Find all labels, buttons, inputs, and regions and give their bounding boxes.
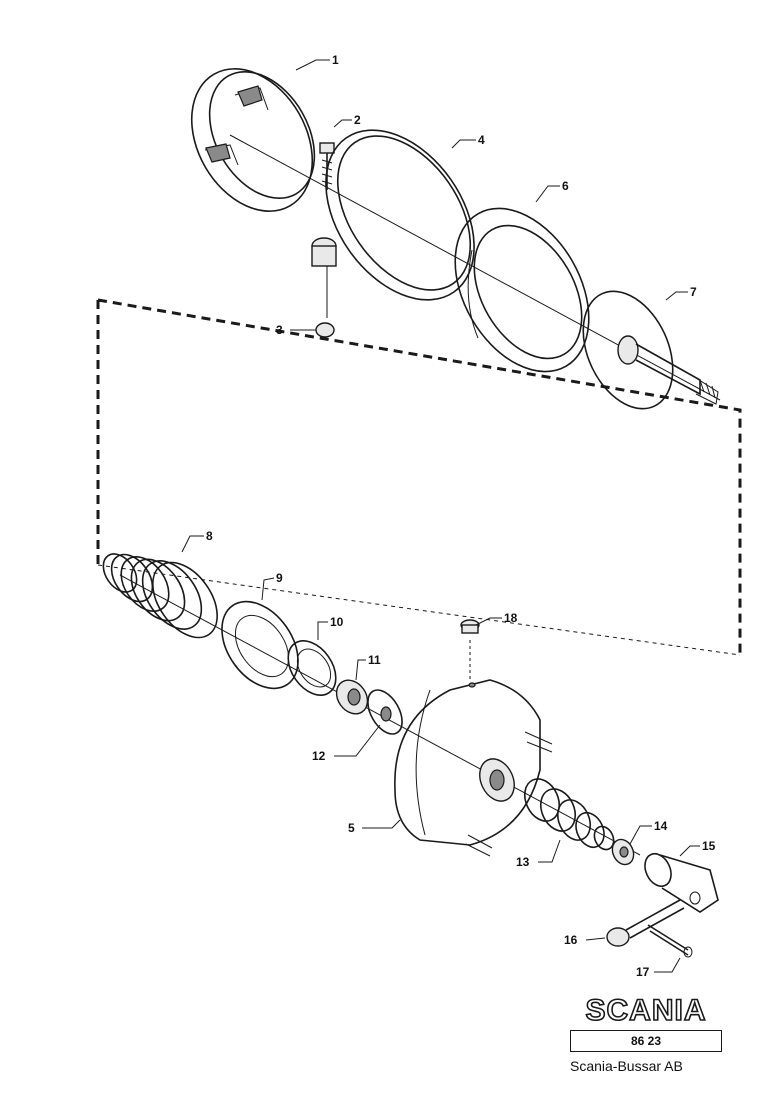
callout-6: 6 [562,179,569,193]
callout-12: 12 [312,749,326,763]
dashed-connector-frame [96,298,742,655]
callout-13: 13 [516,855,530,869]
part-15-clevis [644,852,719,913]
callout-7: 7 [690,285,697,299]
title-block: SCANIA 86 23 Scania-Bussar AB [570,994,722,1074]
callout-17: 17 [636,965,650,979]
part-14-locknut [611,838,635,866]
part-8-spring [102,553,218,639]
company-name: Scania-Bussar AB [570,1058,683,1074]
scania-logo: SCANIA [585,994,707,1027]
part-1-cover [190,68,316,212]
callout-10: 10 [330,615,344,629]
callout-2: 2 [354,113,361,127]
callout-14: 14 [654,819,668,833]
dashed-connector-lower [97,564,741,656]
callout-18: 18 [504,611,518,625]
callout-4: 4 [478,133,485,147]
part-12-washer [367,689,403,735]
callout-3: 3 [276,323,283,337]
callout-labels: 1 2 3 4 6 7 8 9 10 11 12 5 13 14 15 16 1… [206,53,716,979]
leader-lines [181,59,700,973]
drawing-code: 86 23 [570,1030,722,1052]
part-6-ring [454,207,590,373]
callout-15: 15 [702,839,716,853]
part-10-washer [287,640,337,696]
part-13-boot [523,778,615,851]
callout-9: 9 [276,571,283,585]
part-9-seal [221,600,299,690]
lower-axis-line [119,574,641,856]
part-3-nut [315,265,335,338]
part-5-housing [394,679,553,857]
part-18-plug [460,619,480,682]
part-11-nut [335,679,369,715]
callout-1: 1 [332,53,339,67]
callout-11: 11 [368,653,381,667]
callout-8: 8 [206,529,213,543]
callout-5: 5 [348,821,355,835]
part-7-pushrod [582,290,719,410]
clamp-lug [311,237,337,267]
part-16-pin [606,899,685,947]
part-17-splitpin [647,924,693,958]
callout-16: 16 [564,933,578,947]
part-4-clamp-ring [325,129,475,301]
